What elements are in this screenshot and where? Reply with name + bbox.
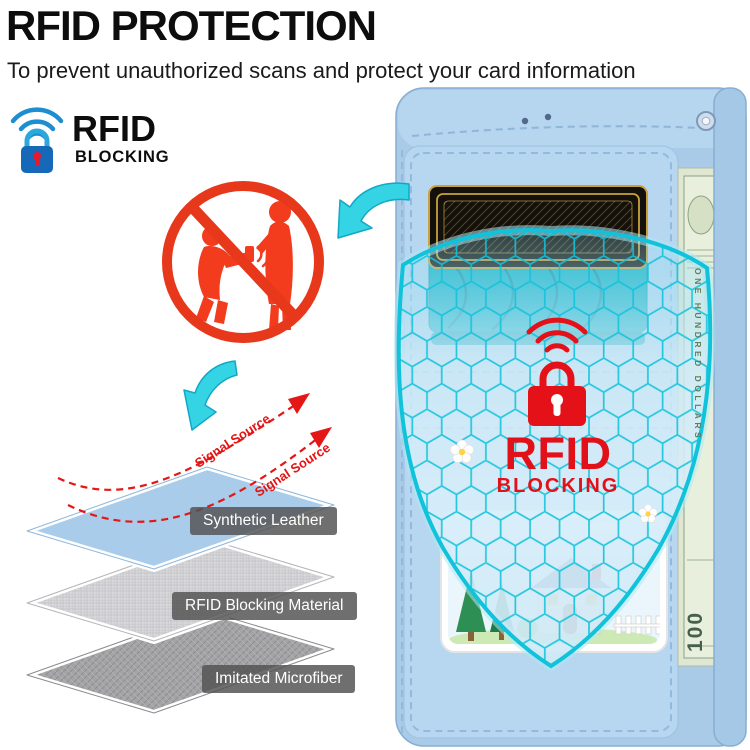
rfid-blocking-logo-icon [10, 107, 64, 173]
page-subtitle: To prevent unauthorized scans and protec… [7, 58, 636, 83]
no-scanning-icon [162, 181, 324, 343]
material-layer-stack [24, 464, 337, 716]
page-title: RFID PROTECTION [6, 2, 377, 49]
layer-label-imitated-microfiber: Imitated Microfiber [202, 665, 356, 693]
curved-arrow-icon [183, 182, 410, 431]
banknote-text: ONE HUNDRED DOLLARS [693, 268, 703, 442]
flap-hole [544, 113, 552, 121]
shield-text-blocking: BLOCKING [496, 475, 620, 497]
signal-source-arrows [57, 393, 332, 523]
flap-hole [521, 117, 529, 125]
case-edge [696, 87, 747, 747]
layer-label-synthetic-leather: Synthetic Leather [190, 507, 337, 535]
flower-decoration [449, 439, 658, 523]
rfid-lock-icon [526, 317, 588, 426]
pine-tree [456, 570, 486, 632]
shield-text-rfid: RFID [504, 428, 612, 479]
banknote-denomination: 100 [684, 610, 707, 652]
logo-text-rfid: RFID [72, 108, 156, 149]
logo-text-blocking: BLOCKING [75, 148, 170, 166]
layer-label-rfid-blocking-material: RFID Blocking Material [172, 592, 357, 620]
fence [613, 615, 660, 635]
